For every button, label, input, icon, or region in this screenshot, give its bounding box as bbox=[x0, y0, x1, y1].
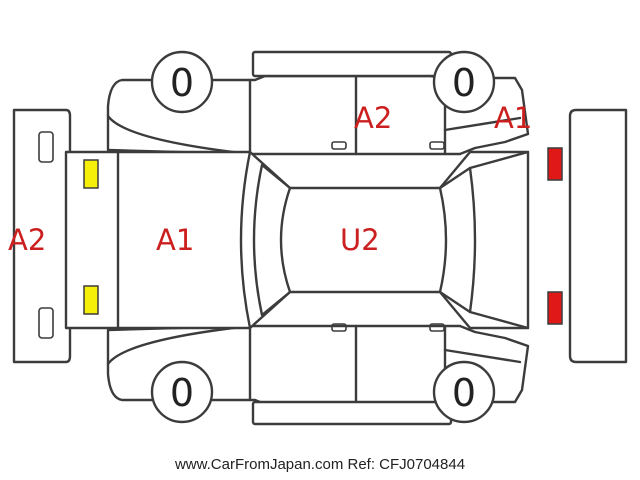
tail-light-upper bbox=[83, 159, 99, 189]
damage-code-hood: A1 bbox=[156, 223, 194, 257]
damage-code-rear-bumper: A2 bbox=[8, 223, 46, 257]
rear-bumper bbox=[12, 108, 72, 364]
tire-rear-left: 0 bbox=[150, 360, 214, 424]
car-side-top bbox=[106, 50, 530, 156]
tire-count-rear-right: 0 bbox=[452, 371, 476, 415]
head-light-upper bbox=[547, 147, 563, 181]
head-light-lower bbox=[547, 291, 563, 325]
tire-count-front-left: 0 bbox=[170, 61, 194, 105]
damage-code-right-front-fender: A1 bbox=[494, 101, 532, 135]
tire-front-left: 0 bbox=[150, 50, 214, 114]
damage-code-right-door: A2 bbox=[354, 101, 392, 135]
tire-count-front-right: 0 bbox=[452, 61, 476, 105]
tire-front-right: 0 bbox=[432, 50, 496, 114]
damage-code-roof: U2 bbox=[340, 223, 380, 257]
car-top-view bbox=[64, 147, 563, 330]
reference-footer: www.CarFromJapan.com Ref: CFJ0704844 bbox=[174, 456, 466, 473]
tail-light-lower bbox=[83, 285, 99, 315]
car-side-bottom bbox=[106, 323, 530, 426]
front-bumper bbox=[568, 108, 628, 364]
tire-rear-right: 0 bbox=[432, 360, 496, 424]
tire-count-rear-left: 0 bbox=[170, 371, 194, 415]
